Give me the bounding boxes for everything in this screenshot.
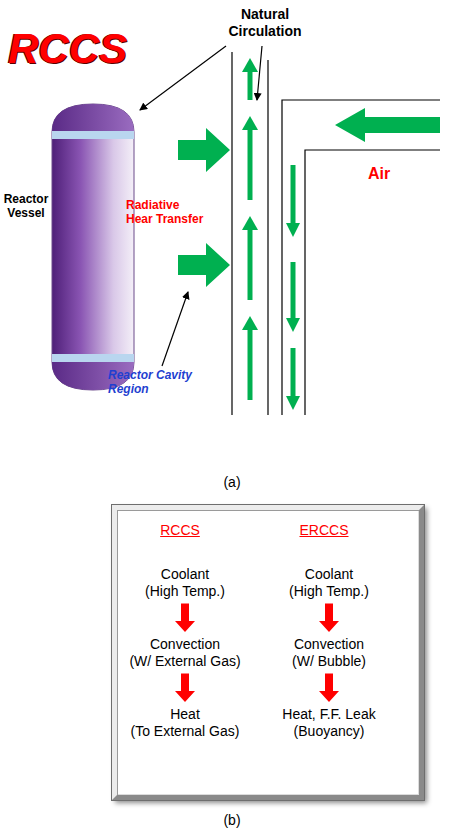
connector-layer	[117, 510, 419, 795]
vessel-band	[52, 354, 134, 362]
step-detail: (High Temp.)	[267, 583, 391, 600]
flow-arrow	[319, 604, 339, 632]
step-detail: (Buoyancy)	[267, 723, 391, 740]
air-inlet-arrow	[335, 108, 440, 142]
figure-title: RCCS	[8, 28, 148, 70]
process-step: Convection(W/ External Gas)	[123, 636, 247, 670]
column-heading: ERCCS	[279, 522, 369, 539]
step-title: Coolant	[123, 566, 247, 583]
step-title: Coolant	[267, 566, 391, 583]
flow-arrow	[175, 674, 195, 702]
step-detail: (To External Gas)	[123, 723, 247, 740]
panel-caption: (a)	[207, 474, 257, 491]
upflow-arrows	[242, 58, 258, 400]
column-heading: RCCS	[135, 522, 225, 539]
region-label: Reactor Cavity Region	[108, 368, 198, 397]
flow-label: Natural Circulation	[223, 6, 307, 40]
air-label: Air	[368, 164, 428, 183]
flow-arrow	[319, 674, 339, 702]
process-step: Heat(To External Gas)	[123, 706, 247, 740]
step-title: Convection	[123, 636, 247, 653]
cavity-walls	[232, 52, 440, 415]
component-label: Reactor Vessel	[2, 192, 50, 221]
radiation-arrow	[178, 243, 230, 287]
flow-arrow	[175, 604, 195, 632]
step-title: Convection	[267, 636, 391, 653]
vessel-body	[52, 104, 134, 390]
step-detail: (High Temp.)	[123, 583, 247, 600]
reactor-vessel	[52, 104, 134, 390]
step-detail: (W/ Bubble)	[267, 653, 391, 670]
vessel-band	[52, 131, 134, 139]
process-step: Coolant(High Temp.)	[123, 566, 247, 600]
process-step: Heat, F.F. Leak(Buoyancy)	[267, 706, 391, 740]
step-title: Heat	[123, 706, 247, 723]
process-step: Coolant(High Temp.)	[267, 566, 391, 600]
radiation-arrow	[178, 128, 230, 172]
downflow-arrows	[286, 165, 300, 410]
panel-caption: (b)	[207, 812, 257, 829]
step-title: Heat, F.F. Leak	[267, 706, 391, 723]
heat-transfer-label: Radiative Hear Transfer	[126, 198, 206, 227]
process-step: Convection(W/ Bubble)	[267, 636, 391, 670]
step-detail: (W/ External Gas)	[123, 653, 247, 670]
comparison-panel: Coolant(High Temp.)Convection(W/ Externa…	[112, 505, 424, 800]
vessel-top-head	[52, 104, 134, 132]
